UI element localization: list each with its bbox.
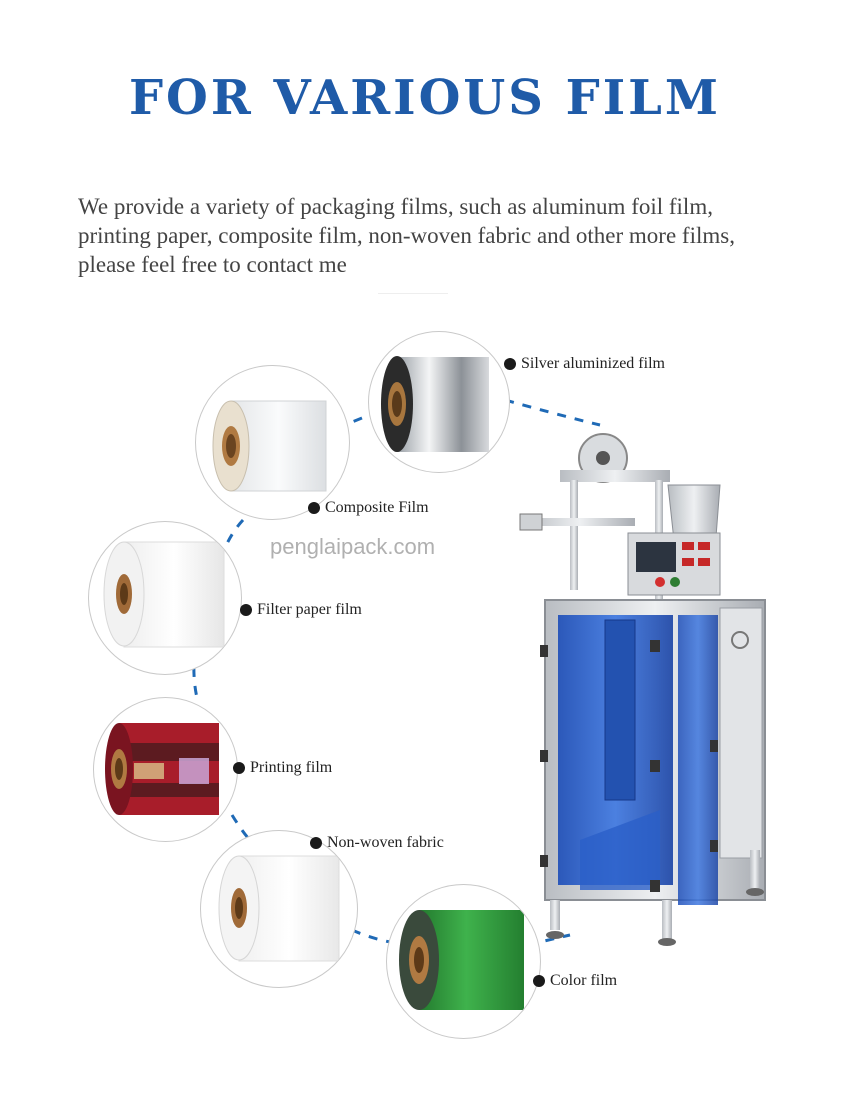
printing-film-roll-icon [105,723,219,815]
film-circle-filter-paper [88,521,242,675]
filter-paper-roll-icon [103,541,225,648]
silver-film-roll-icon [381,356,489,452]
label-composite-film: Composite Film [308,499,429,517]
label-text: Printing film [250,759,333,776]
bullet-icon [533,975,545,987]
bullet-icon [308,502,320,514]
intro-paragraph: We provide a variety of packaging films,… [78,194,735,277]
label-text: Filter paper film [257,601,362,618]
bullet-icon [240,604,252,616]
label-printing-film: Printing film [233,759,332,777]
label-text: Color film [550,972,618,989]
label-text: Composite Film [325,499,429,516]
label-text: Silver aluminized film [521,355,665,372]
composite-film-roll-icon [212,400,327,492]
film-circle-printing [93,697,238,842]
film-circle-color [386,884,541,1039]
bullet-icon [233,762,245,774]
film-circle-composite [195,365,350,520]
label-text: Non-woven fabric [327,834,444,851]
packaging-machine-image [519,433,766,946]
divider [378,293,448,294]
film-circle-silver [368,331,510,473]
label-non-woven-fabric: Non-woven fabric [310,834,444,852]
color-film-roll-icon [399,910,524,1010]
watermark: penglaipack.com [270,534,436,559]
bullet-icon [310,837,322,849]
label-silver-film: Silver aluminized film [504,355,665,373]
non-woven-roll-icon [218,855,340,962]
page-title: FOR VARIOUS FILM [128,70,722,126]
label-filter-paper-film: Filter paper film [240,601,362,619]
label-color-film: Color film [533,972,617,990]
film-circle-non-woven [200,830,358,988]
bullet-icon [504,358,516,370]
